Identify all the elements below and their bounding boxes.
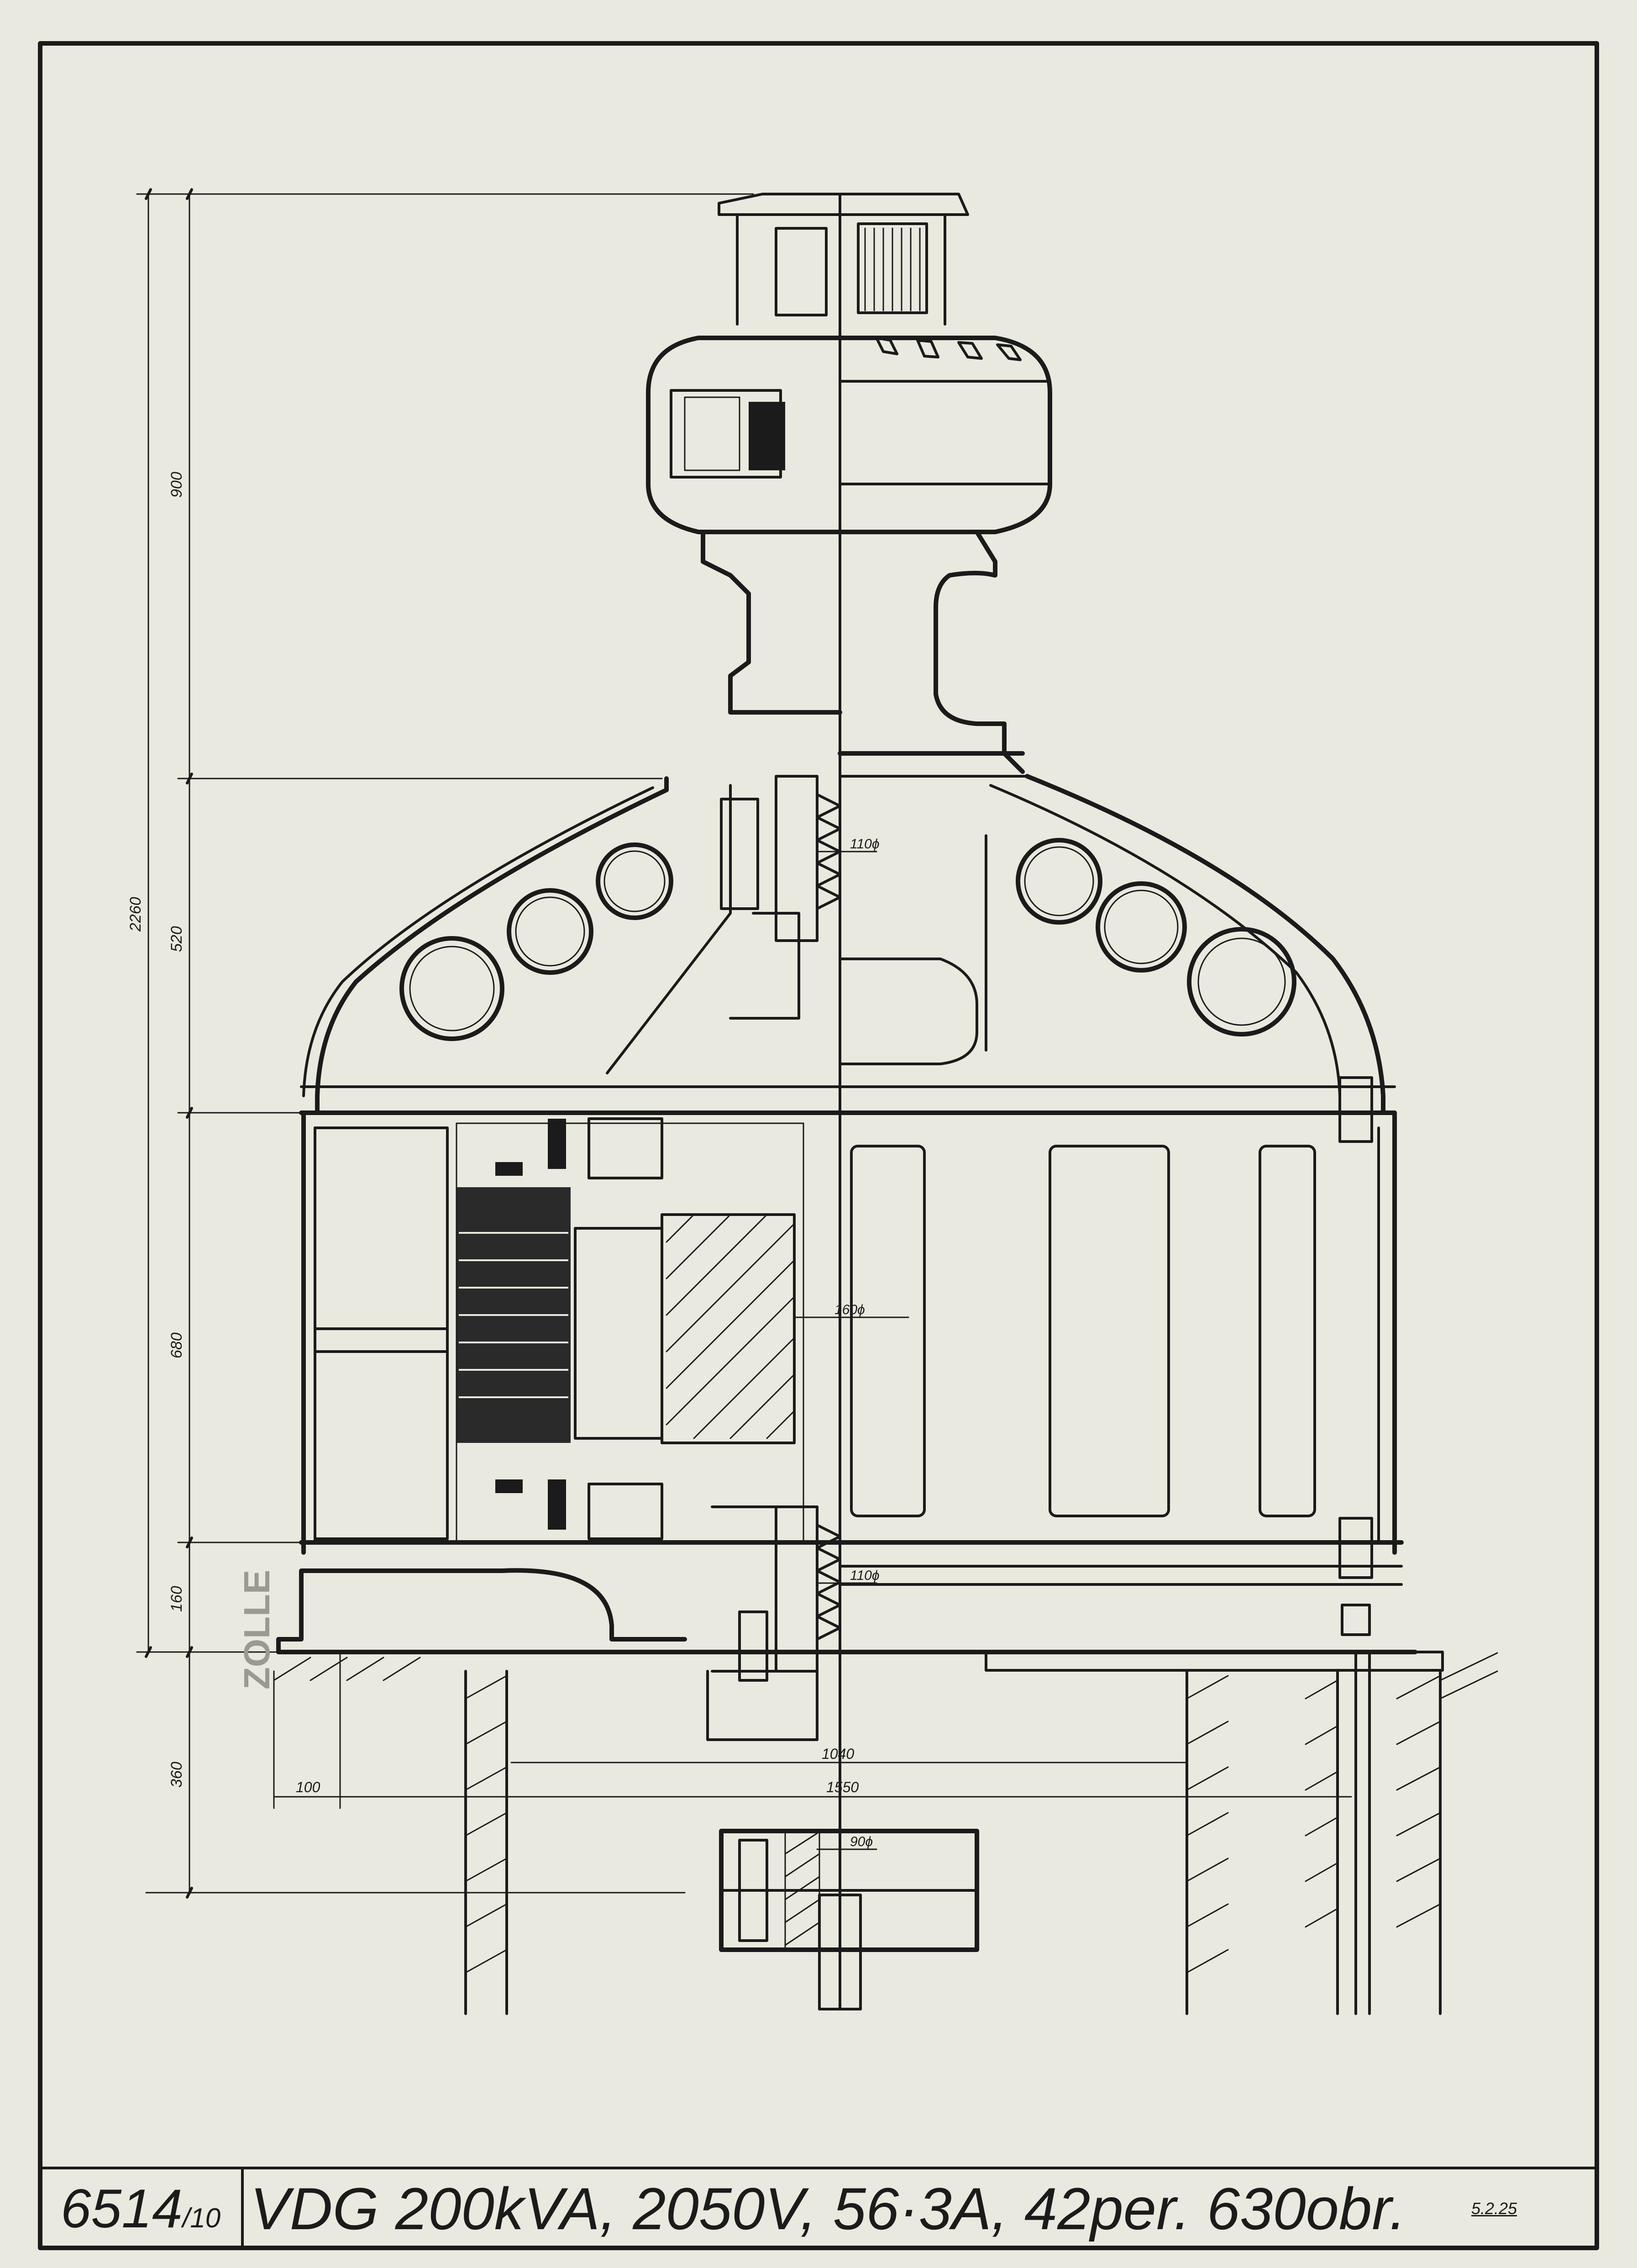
dim-shaft-middle: 160ϕ	[834, 1302, 865, 1317]
shaft-dimension-labels: 110ϕ 160ϕ 110ϕ 90ϕ	[793, 837, 909, 1850]
dim-foundation-depth: 360	[168, 1762, 185, 1788]
dim-shaft-coupling: 90ϕ	[850, 1834, 873, 1849]
date-cell: 5.2.25	[1437, 2169, 1551, 2248]
title-block: 6514/10 VDG 200kVA, 2050V, 56·3A, 42per.…	[40, 2167, 1597, 2248]
exciter-housing	[646, 336, 1052, 534]
horizontal-dimensions: 100 1040 1550	[273, 1652, 1352, 1809]
vertical-dimension-chain	[136, 188, 754, 1899]
stator-frame	[299, 1076, 1404, 1636]
dim-frame-height: 520	[168, 926, 185, 952]
base-and-foundation	[273, 1568, 1498, 2015]
lower-bearing	[706, 1505, 841, 1741]
dim-overall-height: 2260	[127, 897, 144, 932]
drawing-description: VDG 200kVA, 2050V, 56·3A, 42per. 630obr.	[250, 2175, 1406, 2242]
coupling	[719, 1829, 979, 1952]
upper-frame	[299, 774, 1397, 1115]
faded-stamp: ZOLLE	[236, 1570, 277, 1689]
drawing-subnumber: /10	[182, 2203, 221, 2233]
dim-width-outer: 1550	[826, 1779, 859, 1795]
dim-offset: 100	[296, 1779, 320, 1795]
sheet-border	[38, 41, 1599, 2250]
drawing-number: 6514/10	[60, 2178, 221, 2239]
dim-shaft-upper: 110ϕ	[850, 837, 880, 852]
vertical-dimension-labels: 2260 900 520 680 160 360	[127, 472, 185, 1788]
dim-width-inner: 1040	[822, 1746, 854, 1762]
dim-upper-height: 900	[168, 472, 185, 498]
drawing-date: 5.2.25	[1471, 2199, 1517, 2218]
dim-base-height: 160	[168, 1586, 185, 1612]
neck	[701, 530, 1028, 778]
top-cap	[718, 193, 969, 326]
description-cell: VDG 200kVA, 2050V, 56·3A, 42per. 630obr.	[250, 2169, 1483, 2248]
drawing-number-cell: 6514/10	[40, 2169, 244, 2248]
dim-stator-height: 680	[168, 1332, 185, 1358]
rotor-core	[456, 1117, 804, 1544]
dim-shaft-lower: 110ϕ	[850, 1568, 880, 1583]
upper-bearing	[720, 775, 841, 942]
